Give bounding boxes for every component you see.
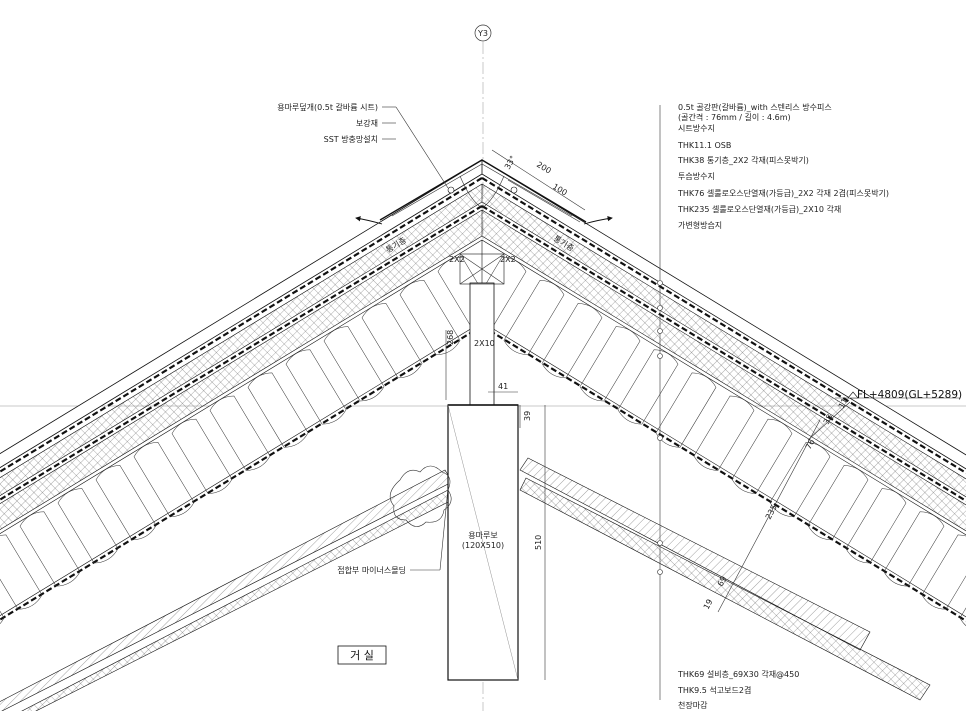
callout-insect-screen: SST 방충망설치: [324, 134, 378, 144]
callout-gypsum: THK9.5 석고보드2겹: [677, 685, 751, 695]
airflow-arrow-left: [355, 216, 383, 225]
level-mark-text: FL+4809(GL+5289): [857, 389, 962, 401]
dim-100: 100: [551, 182, 569, 198]
callout-service-layer: THK69 설비층_69X30 각재@450: [677, 669, 799, 679]
ridge-beam-size: (120X510): [462, 541, 504, 550]
member-label-2x10: 2X10: [474, 339, 495, 348]
room-tag: 거 실: [337, 645, 387, 665]
callout-insulation-76: THK76 셀룰로오스단열재(가등급)_2X2 각재 2겹(피스못박기): [677, 188, 889, 198]
callout-sheet-waterproofing: 시트방수지: [678, 123, 715, 133]
dim-angle: 33°: [503, 154, 518, 171]
dimension-lines: [445, 149, 851, 680]
callout-ridge-cover: 용마루덮개(0.5t 갈바륨 시트): [277, 102, 378, 112]
right-callouts: 0.5t 골강판(갈바륨)_with 스텐리스 방수피스 (골간격 : 76mm…: [677, 102, 889, 710]
callout-vent-layer: THK38 통기층_2X2 각재(피스못박기): [677, 155, 809, 165]
right-leader: [657, 105, 663, 700]
ridge-post: [459, 253, 505, 406]
airflow-arrow-right: [583, 215, 613, 225]
callout-ceiling-finish: 천장마감: [678, 700, 708, 710]
callout-galvalume: 0.5t 골강판(갈바륨)_with 스텐리스 방수피스: [678, 102, 832, 112]
fastener-icon: [510, 186, 518, 194]
joint-callout: 접합부 마이너스몰딩: [337, 487, 449, 575]
revision-cloud: [389, 465, 452, 527]
callout-reinforcement: 보강재: [356, 118, 378, 128]
grid-axis-label: Y3: [477, 29, 488, 38]
dim-69: 69: [716, 575, 729, 588]
dim-76: 76: [804, 438, 817, 451]
level-mark: FL+4809(GL+5289): [835, 389, 962, 401]
callout-osb: THK11.1 OSB: [677, 141, 731, 150]
ridge-beam-name: 용마루보: [468, 531, 497, 540]
ceiling-band-right: [519, 457, 931, 701]
dim-19: 19: [702, 598, 715, 611]
joint-label: 접합부 마이너스몰딩: [337, 565, 406, 575]
ridge-beam-label: 용마루보 (120X510): [462, 531, 504, 550]
member-label-2x2-left: 2X2: [449, 255, 465, 264]
left-callouts: 용마루덮개(0.5t 갈바륨 시트) 보강재 SST 방충망설치: [277, 102, 449, 189]
ridge-beam: [447, 404, 519, 681]
room-label: 거 실: [350, 649, 374, 662]
callout-breathable-membrane: 투습방수지: [678, 171, 715, 181]
fastener-icon: [447, 186, 455, 194]
callout-galvalume-spec: (골간격 : 76mm / 길이 : 4.6m): [678, 112, 791, 122]
callout-vapor-retarder: 가변형방습지: [678, 220, 722, 230]
ridge-cap: [355, 159, 613, 225]
insulation-pattern-left: [0, 256, 482, 633]
dim-268: 268: [446, 330, 455, 345]
dim-39: 39: [523, 411, 532, 421]
dim-510: 510: [534, 535, 543, 550]
dim-38: 38: [822, 413, 835, 426]
callout-insulation-235: THK235 셀룰로오스단열재(가등급)_2X10 각재: [677, 204, 841, 214]
dim-11: 11: [837, 397, 850, 410]
grid-bubble: [474, 24, 492, 42]
left-roof-slope: [0, 159, 482, 645]
member-label-2x2-right: 2X2: [500, 255, 516, 264]
dim-41: 41: [498, 382, 508, 391]
right-roof-slope: [482, 159, 966, 645]
dim-200: 200: [535, 160, 553, 176]
